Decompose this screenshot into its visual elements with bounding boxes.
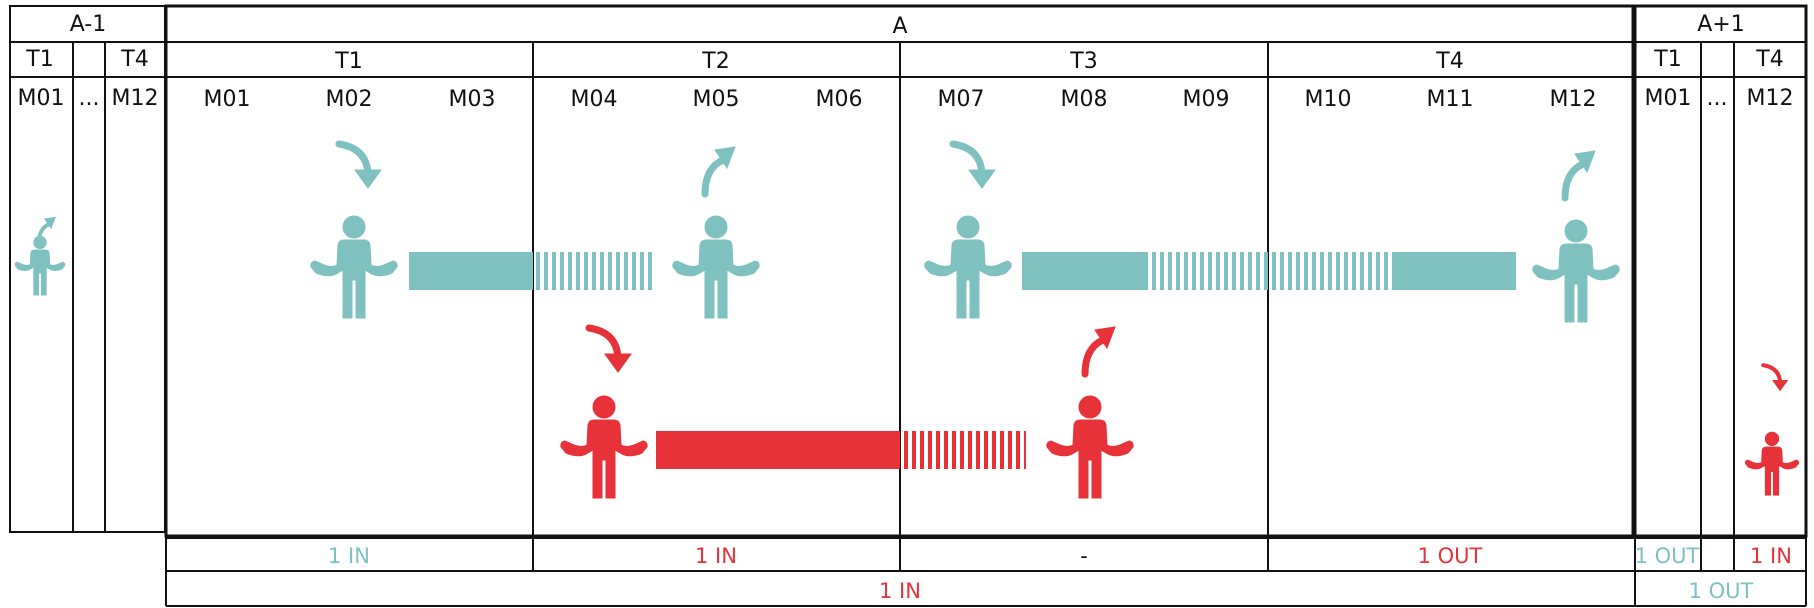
- month-label: M12: [1550, 87, 1597, 112]
- curved-arrow-down-icon: [589, 328, 631, 372]
- prev-year-frame: [9, 5, 166, 533]
- month-label: M07: [938, 87, 985, 112]
- curved-arrow-down-icon: [1763, 365, 1787, 391]
- curved-arrow-down-icon: [339, 144, 381, 188]
- red-solid-bar: [656, 431, 900, 469]
- quarter-label: T1: [334, 49, 362, 74]
- month-label: M10: [1305, 87, 1352, 112]
- month-label: M05: [693, 87, 740, 112]
- prev-month-label: M12: [112, 86, 159, 111]
- next-year-result: 1 OUT: [1689, 579, 1754, 603]
- month-label: M02: [326, 87, 373, 112]
- person-icon: [1532, 219, 1620, 323]
- next-quarter-result: 1 OUT: [1635, 544, 1700, 568]
- teal-solid-bar: [1022, 252, 1146, 290]
- header-labels: A-1 A A+1 T1 T4 T1 T2 T3 T4 T1 T4 M01 ..…: [18, 12, 1794, 112]
- next-month-label: M12: [1747, 86, 1794, 111]
- teal-solid-bar: [409, 252, 533, 290]
- person-icon: [560, 395, 648, 499]
- year-label: A: [892, 14, 907, 39]
- year-result: 1 IN: [879, 579, 921, 603]
- red-employee-track: [560, 327, 1800, 499]
- person-icon: [924, 215, 1012, 319]
- prev-month-label: M01: [18, 86, 65, 111]
- quarter-result: 1 IN: [328, 544, 370, 568]
- curved-arrow-up-icon: [1085, 327, 1115, 374]
- next-month-label: M01: [1645, 86, 1692, 111]
- prev-year-label: A-1: [70, 12, 107, 37]
- month-label: M06: [816, 87, 863, 112]
- next-quarter-label: T4: [1755, 47, 1783, 72]
- curved-arrow-up-icon: [1565, 151, 1595, 198]
- result-labels: 1 IN 1 IN - 1 OUT 1 OUT 1 IN 1 IN 1 OUT: [328, 544, 1792, 603]
- month-label: M09: [1183, 87, 1230, 112]
- next-year-frame: [1633, 4, 1808, 538]
- prev-quarter-label: T1: [25, 47, 53, 72]
- month-label: M08: [1061, 87, 1108, 112]
- next-year-label: A+1: [1697, 12, 1744, 37]
- person-icon: [310, 215, 398, 319]
- next-quarter-result: 1 IN: [1750, 544, 1792, 568]
- quarter-result: -: [1080, 544, 1088, 568]
- prev-quarter-label: T4: [120, 47, 148, 72]
- teal-striped-bar: [1146, 252, 1392, 290]
- quarter-result: 1 OUT: [1418, 544, 1483, 568]
- month-label: M03: [449, 87, 496, 112]
- curved-arrow-down-icon: [953, 144, 995, 188]
- quarter-label: T3: [1069, 49, 1097, 74]
- teal-solid-bar: [1392, 252, 1516, 290]
- month-label: M11: [1427, 87, 1474, 112]
- teal-employee-track: [14, 144, 1620, 323]
- month-label: M04: [571, 87, 618, 112]
- quarter-label: T2: [701, 49, 729, 74]
- next-quarter-label: T1: [1653, 47, 1681, 72]
- curved-arrow-up-icon: [705, 147, 735, 194]
- person-icon: [14, 235, 66, 296]
- person-icon: [1744, 431, 1800, 496]
- quarter-label: T4: [1435, 49, 1463, 74]
- quarter-result: 1 IN: [695, 544, 737, 568]
- grid-lines: [9, 4, 1808, 607]
- person-icon: [1046, 395, 1134, 499]
- prev-month-label: ...: [79, 86, 100, 111]
- month-label: M01: [204, 87, 251, 112]
- teal-striped-bar: [533, 252, 655, 290]
- person-icon: [672, 215, 760, 319]
- next-month-label: ...: [1707, 86, 1728, 111]
- red-striped-bar: [900, 431, 1026, 469]
